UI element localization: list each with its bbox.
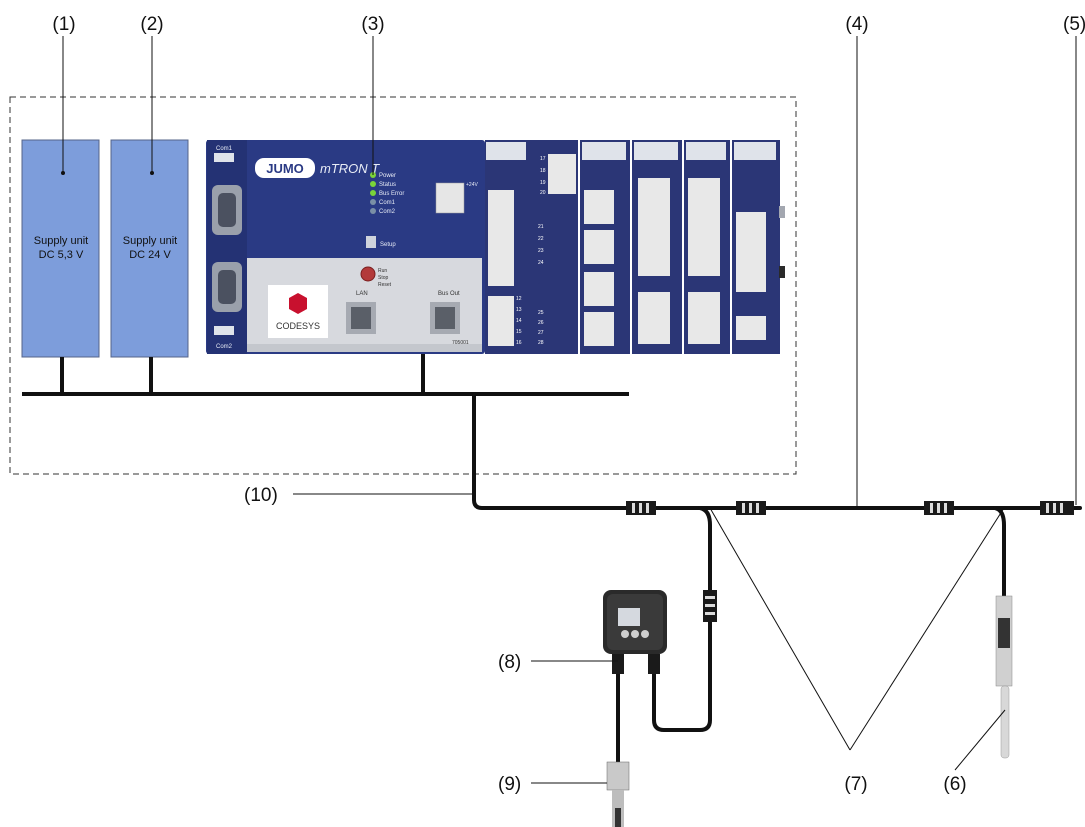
connector-icon	[736, 501, 766, 515]
svg-text:15: 15	[516, 329, 522, 335]
callout-6: (6)	[943, 774, 966, 795]
svg-text:Com2: Com2	[379, 209, 396, 215]
setup-label: Setup	[380, 242, 396, 248]
svg-text:22: 22	[538, 236, 544, 242]
svg-text:Com1: Com1	[379, 200, 396, 206]
svg-text:Power: Power	[379, 173, 396, 179]
callout-4: (4)	[845, 14, 868, 35]
svg-text:Stop: Stop	[378, 275, 389, 281]
power-label: +24V	[466, 182, 478, 188]
callout-2: (2)	[140, 14, 163, 35]
probe-sensor	[995, 595, 1013, 759]
svg-text:16: 16	[516, 340, 522, 346]
supply-unit-1-line2: DC 5,3 V	[39, 249, 84, 261]
svg-text:Status: Status	[379, 182, 396, 188]
svg-text:17: 17	[540, 156, 546, 162]
terminal-block-icon	[435, 182, 465, 214]
callout-9: (9)	[498, 774, 521, 795]
svg-text:24: 24	[538, 260, 544, 266]
leader-lines	[62, 36, 1077, 784]
article-number: 705001	[452, 340, 469, 346]
sub-d-port-icon	[212, 185, 242, 235]
connector-icon	[626, 501, 656, 515]
supply-unit-2-line1: Supply unit	[123, 235, 177, 247]
connector-icon	[924, 501, 954, 515]
supply-unit-2-line2: DC 24 V	[129, 249, 171, 261]
io-module-2	[580, 140, 630, 354]
svg-text:12: 12	[516, 296, 522, 302]
led-icon	[370, 208, 376, 214]
io-module-4	[684, 140, 730, 354]
dip-switch-icon	[214, 153, 234, 162]
jumo-logo: JUMO	[255, 158, 315, 178]
callout-7: (7)	[844, 774, 867, 795]
dip-switch-icon	[214, 326, 234, 335]
com2-label: Com2	[216, 344, 233, 350]
rj45-port-icon	[346, 302, 376, 334]
svg-text:20: 20	[540, 190, 546, 196]
svg-text:23: 23	[538, 248, 544, 254]
svg-text:28: 28	[538, 340, 544, 346]
supply-unit-1-line1: Supply unit	[34, 235, 88, 247]
ph-sensor	[606, 761, 630, 827]
controller-module: JUMO mTRON T Com1 Com2 Power Status Bus …	[206, 140, 485, 354]
led-icon	[370, 190, 376, 196]
run-stop-switch	[360, 266, 376, 282]
callout-3: (3)	[361, 14, 384, 35]
codesys-logo: CODESYS	[268, 285, 328, 338]
callout-8: (8)	[498, 652, 521, 673]
sub-d-port-icon	[212, 262, 242, 312]
svg-text:25: 25	[538, 310, 544, 316]
rj45-port-icon	[430, 302, 460, 334]
svg-text:14: 14	[516, 318, 522, 324]
svg-text:Reset: Reset	[378, 282, 392, 288]
system-boundary	[9, 96, 797, 475]
svg-text:26: 26	[538, 320, 544, 326]
bus-cable	[472, 394, 1082, 767]
svg-text:CODESYS: CODESYS	[276, 321, 320, 331]
led-icon	[370, 199, 376, 205]
svg-text:18: 18	[540, 168, 546, 174]
bus-out-label: Bus Out	[438, 291, 460, 297]
transmitter-device	[603, 590, 667, 674]
svg-text:JUMO: JUMO	[266, 161, 304, 176]
callout-1: (1)	[52, 14, 75, 35]
controller-model: mTRON T	[320, 161, 380, 176]
svg-text:19: 19	[540, 180, 546, 186]
usb-port-icon	[366, 236, 376, 248]
svg-text:13: 13	[516, 307, 522, 313]
com1-label: Com1	[216, 146, 233, 152]
connector-icon	[1040, 501, 1074, 515]
connector-icon	[703, 590, 717, 622]
io-module-3	[632, 140, 682, 354]
svg-text:27: 27	[538, 330, 544, 336]
led-icon	[370, 181, 376, 187]
supply-unit-2: Supply unit DC 24 V	[110, 139, 189, 358]
svg-text:Run: Run	[378, 268, 387, 274]
svg-text:Bus Error: Bus Error	[379, 191, 404, 197]
io-module-5	[732, 140, 785, 354]
lan-label: LAN	[356, 291, 368, 297]
callout-5: (5)	[1063, 14, 1085, 35]
svg-text:21: 21	[538, 224, 544, 230]
io-module-1: 17 18 19 20 21 22 23 24 25 26 27 28 12 1…	[485, 140, 578, 354]
callout-10: (10)	[244, 485, 278, 506]
supply-unit-1: Supply unit DC 5,3 V	[21, 139, 100, 358]
bus-bar	[22, 352, 629, 396]
